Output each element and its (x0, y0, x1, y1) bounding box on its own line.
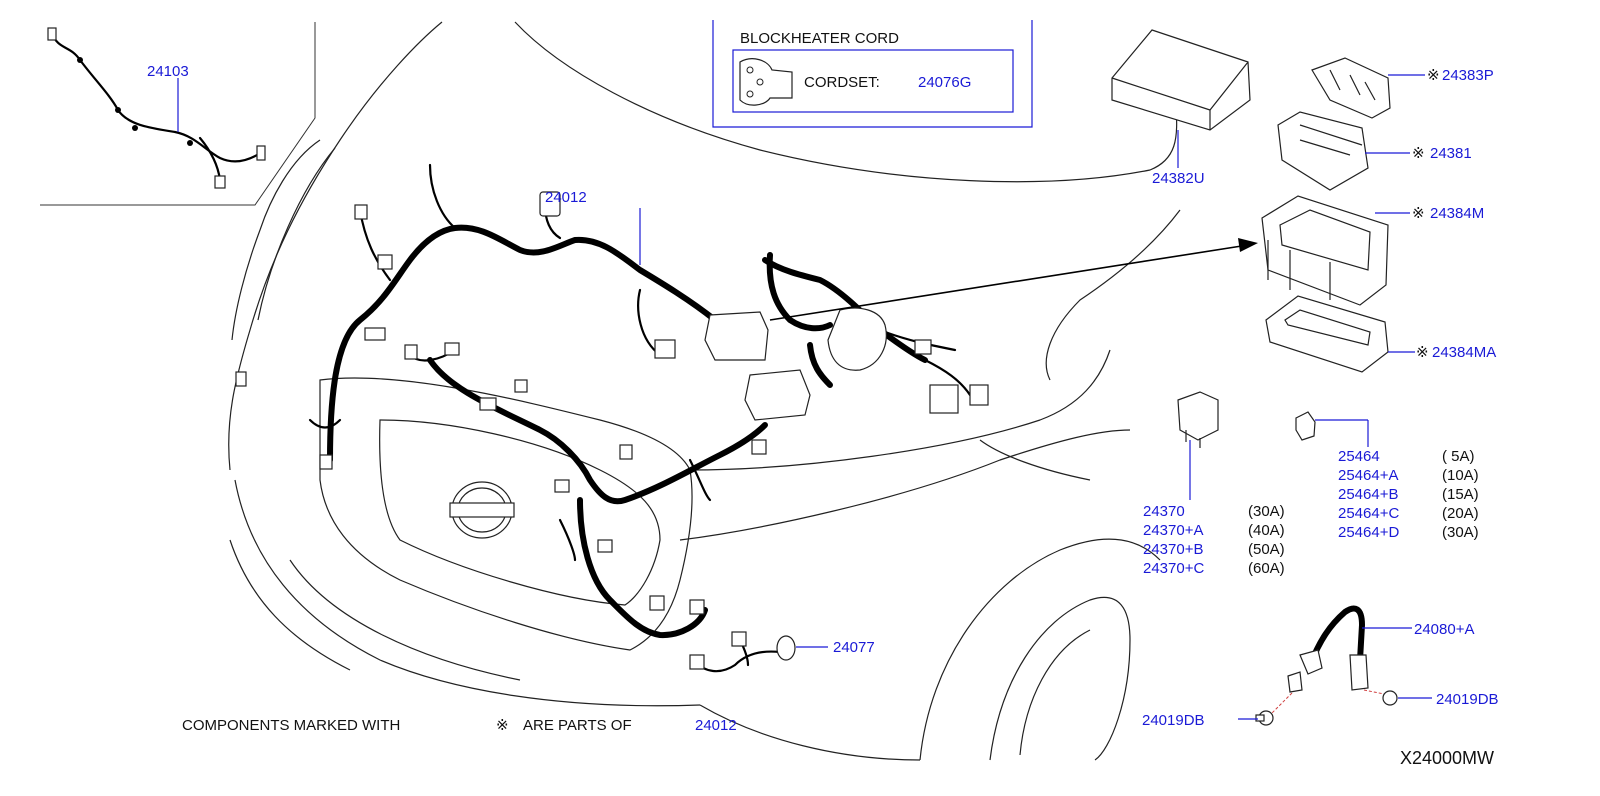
fuse-holder-24383P: ※ 24383P (1311, 57, 1494, 119)
pointer-arrow-head (1238, 238, 1258, 252)
fuse-24370-part-2: 24370+B (1143, 541, 1203, 558)
footnote-part: 24012 (695, 717, 737, 734)
fuse-24370-rating-3: (60A) (1248, 560, 1285, 577)
fuse-block-base-24384MA: ※ 24384MA (1265, 295, 1496, 373)
fuse-24370-group: 24370 (30A) 24370+A (40A) 24370+B (50A) … (1143, 391, 1285, 577)
footnote-symbol: ※ (496, 717, 509, 734)
label-24382U: 24382U (1152, 170, 1205, 187)
fuse-25464-part-1: 25464+A (1338, 467, 1398, 484)
marker-24381: ※ (1412, 145, 1425, 162)
fuse-24370-rating-2: (50A) (1248, 541, 1285, 558)
fuse-25464-rating-3: (20A) (1442, 505, 1479, 522)
footnote: COMPONENTS MARKED WITH ※ ARE PARTS OF 24… (182, 717, 737, 734)
fuse-25464-part-4: 25464+D (1338, 524, 1399, 541)
fuse-holder-24381: ※ 24381 (1277, 111, 1472, 191)
marker-24384M: ※ (1412, 205, 1425, 222)
fuse-25464-table: 25464 ( 5A) 25464+A (10A) 25464+B (15A) … (1338, 448, 1479, 541)
fuse-box-cover-24382U: 24382U (1111, 29, 1251, 187)
fuse-25464-rating-4: (30A) (1442, 524, 1479, 541)
label-24103: 24103 (147, 63, 189, 80)
main-harness-trunk (327, 224, 763, 463)
fuse-24370-part-3: 24370+C (1143, 560, 1204, 577)
fuse-25464-part-2: 25464+B (1338, 486, 1398, 503)
bolt-left-24019DB: 24019DB (1142, 692, 1293, 729)
cable-24103 (50, 31, 264, 163)
vehicle-outline (228, 21, 1181, 761)
marker-24384MA: ※ (1416, 344, 1429, 361)
fuse-block-24384M: ※ 24384M (1261, 195, 1484, 306)
cordset-plug-icon (739, 58, 793, 106)
blockheater-title: BLOCKHEATER CORD (740, 30, 899, 47)
fuse-25464-rating-2: (15A) (1442, 486, 1479, 503)
fuse-25464-part-0: 25464 (1338, 448, 1380, 465)
fuse-24370-part-1: 24370+A (1143, 522, 1203, 539)
fuse-24370-rating-0: (30A) (1248, 503, 1285, 520)
label-24381: 24381 (1430, 145, 1472, 162)
label-24012: 24012 (545, 189, 587, 206)
fuse-25464-rating-0: ( 5A) (1442, 448, 1475, 465)
inset-frame-line (40, 22, 316, 206)
blockheater-frame (712, 20, 1033, 128)
cordset-frame (732, 49, 1014, 113)
label-24383P: 24383P (1442, 67, 1494, 84)
cordset-label: CORDSET: (804, 74, 880, 91)
blockheater-box: BLOCKHEATER CORD CORDSET: 24076G (712, 20, 1033, 128)
harness-24012: 24012 (235, 163, 1258, 639)
footnote-middle: ARE PARTS OF (523, 717, 632, 734)
label-24077: 24077 (833, 639, 875, 656)
fuse-24370-part-0: 24370 (1143, 503, 1185, 520)
fuse-25464-rating-1: (10A) (1442, 467, 1479, 484)
harness-24077: 24077 (689, 631, 875, 673)
label-24080A: 24080+A (1414, 621, 1474, 638)
cordset-part-number: 24076G (918, 74, 971, 91)
marker-24383P: ※ (1427, 67, 1440, 84)
diagram-code: X24000MW (1400, 748, 1494, 768)
label-24019DB-left: 24019DB (1142, 712, 1205, 729)
fuse-25464-group: 25464 ( 5A) 25464+A (10A) 25464+B (15A) … (1295, 411, 1479, 541)
pointer-arrow-line (769, 244, 1249, 321)
inset-24103: 24103 (40, 22, 316, 206)
label-24019DB-right: 24019DB (1436, 691, 1499, 708)
fuse-24370-rating-1: (40A) (1248, 522, 1285, 539)
label-24384MA: 24384MA (1432, 344, 1496, 361)
battery-cable-24080A: 24080+A 24019DB 24019DB (1142, 605, 1499, 729)
nissan-logo (449, 481, 515, 539)
label-24384M: 24384M (1430, 205, 1484, 222)
fuse-24370-table: 24370 (30A) 24370+A (40A) 24370+B (50A) … (1143, 503, 1285, 577)
fuse-25464-part-3: 25464+C (1338, 505, 1399, 522)
bolt-right-24019DB: 24019DB (1363, 689, 1499, 708)
footnote-prefix: COMPONENTS MARKED WITH (182, 717, 400, 734)
